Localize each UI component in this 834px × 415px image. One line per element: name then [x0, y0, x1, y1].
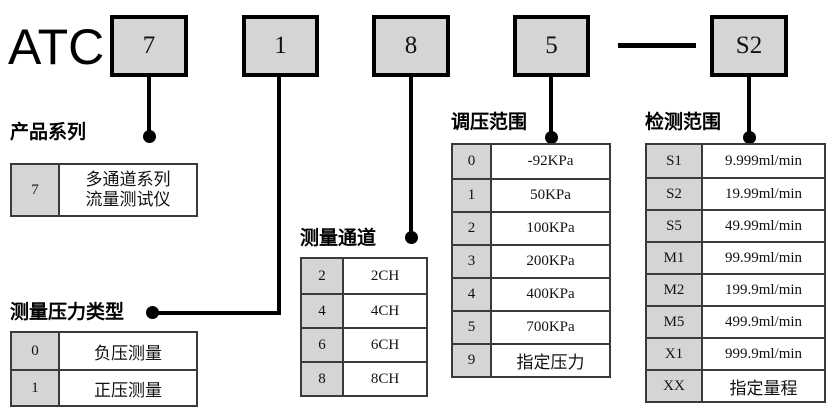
connector-dot-pressure-range: [545, 131, 558, 144]
table-row[interactable]: S2 19.99ml/min: [647, 177, 824, 209]
table-row[interactable]: 0 负压测量: [12, 333, 196, 369]
connector-detection-range: [747, 77, 751, 140]
table-row[interactable]: XX 指定量程: [647, 369, 824, 401]
cell-desc: 8CH: [370, 370, 400, 387]
cell-code: S2: [647, 179, 703, 209]
table-row[interactable]: M1 99.99ml/min: [647, 241, 824, 273]
cell-desc: 6CH: [370, 336, 400, 353]
cell-code: S1: [647, 145, 703, 177]
connector-dot-detection-range: [743, 131, 756, 144]
connector-pressure-range: [549, 77, 553, 140]
code-box-pressure-type[interactable]: 1: [242, 15, 319, 77]
connector-pressure-type-vertical: [277, 77, 281, 315]
caption-pressure-type: 测量压力类型: [10, 302, 125, 323]
cell-code: 1: [453, 180, 492, 211]
table-row[interactable]: S5 49.99ml/min: [647, 209, 824, 241]
cell-code: XX: [647, 371, 703, 401]
table-detection-range: S1 9.999ml/min S2 19.99ml/min S5 49.99ml…: [645, 143, 826, 403]
cell-desc: 9.999ml/min: [724, 152, 803, 169]
table-row[interactable]: 7 多通道系列 流量测试仪: [12, 165, 196, 215]
cell-desc: 499.9ml/min: [724, 313, 803, 330]
table-row[interactable]: 0 -92KPa: [453, 145, 609, 178]
cell-desc: 指定压力: [516, 353, 585, 372]
cell-code: M1: [647, 243, 703, 273]
table-row[interactable]: M5 499.9ml/min: [647, 305, 824, 337]
table-measure-channel: 2 2CH 4 4CH 6 6CH 8 8CH: [300, 257, 428, 397]
brand-code-atc: ATC: [8, 19, 105, 75]
cell-desc: -92KPa: [527, 153, 574, 169]
cell-desc: 99.99ml/min: [724, 249, 803, 266]
cell-desc: 999.9ml/min: [724, 345, 803, 362]
cell-desc: 2CH: [370, 267, 400, 284]
cell-code: 0: [12, 333, 60, 369]
cell-desc: 400KPa: [526, 286, 575, 302]
table-row[interactable]: 9 指定压力: [453, 343, 609, 376]
table-pressure-range: 0 -92KPa 1 50KPa 2 100KPa 3 200KPa 4 400…: [451, 143, 611, 378]
table-row[interactable]: 6 6CH: [302, 327, 426, 361]
cell-code: 3: [453, 246, 492, 277]
cell-desc: 负压测量: [94, 343, 162, 363]
connector-pressure-type-horizontal: [152, 311, 281, 315]
connector-measure-channel: [409, 77, 413, 240]
table-row[interactable]: M2 199.9ml/min: [647, 273, 824, 305]
caption-product-series: 产品系列: [10, 122, 87, 143]
cell-code: X1: [647, 339, 703, 369]
caption-detection-range: 检测范围: [645, 112, 722, 133]
connector-dot-pressure-type: [146, 306, 159, 319]
table-row[interactable]: S1 9.999ml/min: [647, 145, 824, 177]
table-row[interactable]: 2 100KPa: [453, 211, 609, 244]
code-box-product-series[interactable]: 7: [110, 15, 188, 77]
cell-code: 0: [453, 145, 492, 178]
connector-dot-product-series: [143, 130, 156, 143]
cell-code: 1: [12, 371, 60, 405]
table-product-series: 7 多通道系列 流量测试仪: [10, 163, 198, 217]
cell-code: 4: [302, 295, 344, 327]
cell-code: 5: [453, 312, 492, 343]
code-box-pressure-range[interactable]: 5: [513, 15, 590, 77]
table-row[interactable]: 4 4CH: [302, 293, 426, 327]
table-row[interactable]: X1 999.9ml/min: [647, 337, 824, 369]
cell-code: S5: [647, 211, 703, 241]
cell-desc: 200KPa: [526, 253, 575, 269]
cell-desc-line1: 多通道系列: [85, 170, 171, 189]
code-box-measure-channel[interactable]: 8: [372, 15, 450, 77]
table-row[interactable]: 3 200KPa: [453, 244, 609, 277]
cell-code: 4: [453, 279, 492, 310]
cell-desc: 多通道系列 流量测试仪: [60, 165, 196, 215]
cell-desc: 100KPa: [526, 220, 575, 236]
table-row[interactable]: 1 正压测量: [12, 369, 196, 405]
caption-measure-channel: 测量通道: [300, 228, 377, 249]
model-code-separator-dash: [618, 43, 696, 48]
table-row[interactable]: 8 8CH: [302, 361, 426, 395]
cell-code: 6: [302, 329, 344, 361]
table-row[interactable]: 2 2CH: [302, 259, 426, 293]
cell-desc: 700KPa: [526, 319, 575, 335]
cell-desc: 19.99ml/min: [724, 185, 803, 202]
connector-dot-measure-channel: [405, 231, 418, 244]
cell-code: M5: [647, 307, 703, 337]
code-box-detection-range[interactable]: S2: [710, 15, 788, 77]
cell-code: M2: [647, 275, 703, 305]
table-row[interactable]: 5 700KPa: [453, 310, 609, 343]
cell-desc: 指定量程: [729, 378, 798, 398]
caption-pressure-range: 调压范围: [451, 112, 528, 133]
cell-code: 2: [453, 213, 492, 244]
cell-code: 8: [302, 363, 344, 395]
cell-code: 9: [453, 345, 492, 376]
cell-desc-line2: 流量测试仪: [85, 190, 171, 209]
table-row[interactable]: 1 50KPa: [453, 178, 609, 211]
cell-desc: 正压测量: [94, 380, 162, 400]
connector-product-series: [147, 77, 151, 139]
table-pressure-type: 0 负压测量 1 正压测量: [10, 331, 198, 407]
cell-code: 7: [12, 165, 60, 215]
table-row[interactable]: 4 400KPa: [453, 277, 609, 310]
cell-desc: 199.9ml/min: [724, 281, 803, 298]
cell-desc: 49.99ml/min: [724, 217, 803, 234]
cell-desc: 4CH: [370, 302, 400, 319]
cell-desc: 50KPa: [530, 187, 571, 203]
cell-code: 2: [302, 259, 344, 293]
